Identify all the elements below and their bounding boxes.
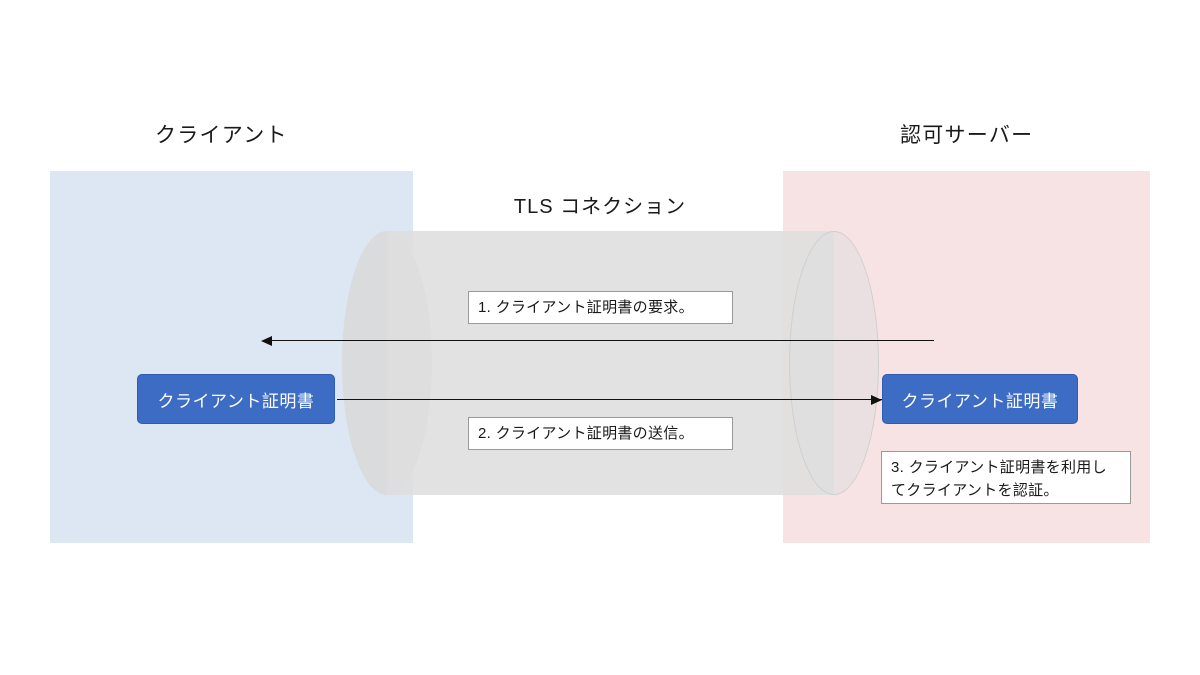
client-column-title: クライアント <box>155 124 288 147</box>
arrow-request-certificate-line <box>266 340 934 341</box>
tls-connection-label: TLS コネクション <box>513 196 687 218</box>
authorization-server-column-title: 認可サーバー <box>900 124 1034 147</box>
tls-tunnel-right-cap <box>789 231 879 495</box>
arrow-send-certificate-head-icon <box>871 395 882 405</box>
callout-step-1: 1. クライアント証明書の要求。 <box>468 291 733 324</box>
server-received-certificate-box: クライアント証明書 <box>882 374 1078 424</box>
arrow-request-certificate-head-icon <box>261 336 272 346</box>
callout-step-2: 2. クライアント証明書の送信。 <box>468 417 733 450</box>
arrow-send-certificate-line <box>337 399 882 400</box>
client-certificate-box: クライアント証明書 <box>137 374 335 424</box>
callout-step-3: 3. クライアント証明書を利用してクライアントを認証。 <box>881 451 1131 504</box>
tls-tunnel-body <box>387 231 834 495</box>
